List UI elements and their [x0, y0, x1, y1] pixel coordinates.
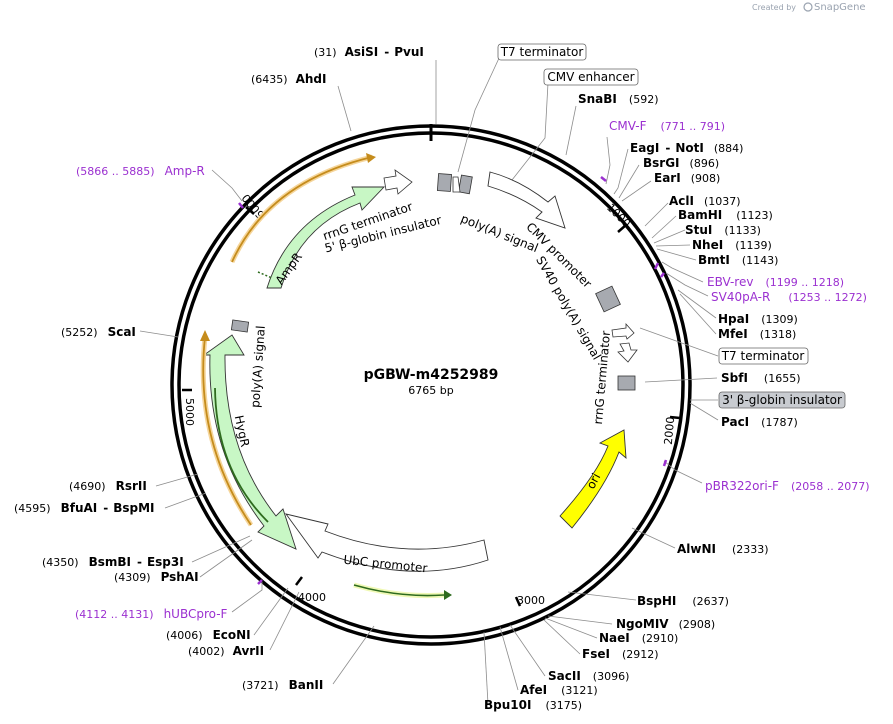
- site-avrii: (4002)AvrII: [188, 644, 264, 658]
- tick-5000: 5000: [183, 398, 196, 426]
- polya-block-2: [230, 319, 250, 333]
- primer-labels: CMV-F(771 .. 791) EBV-rev(1199 .. 1218) …: [75, 119, 870, 621]
- cmv-enhancer-label: CMV enhancer: [547, 70, 634, 84]
- tick-3000: 3000: [517, 594, 545, 607]
- site-bfuai-bspmi: (4595)BfuAI-BspMI: [14, 501, 155, 515]
- site-asisi-pvui: (31)AsiSI-PvuI: [314, 45, 424, 59]
- cmv-enhancer-box: [543, 68, 639, 86]
- site-nhei: NheI(1139): [692, 238, 772, 252]
- feature-arrows: [200, 153, 638, 600]
- snapgene-logo-icon: [803, 2, 813, 12]
- ampr-arrow: [266, 186, 386, 289]
- rrng-terminator-arrow-1: [383, 169, 413, 195]
- site-bpu10i: Bpu10I(3175): [484, 698, 582, 712]
- restriction-sites: (31)AsiSI-PvuI (6435)AhdI SnaBI(592) Eag…: [14, 45, 801, 712]
- t7-terminator-arrow: [452, 176, 461, 193]
- primer-cmv-f: CMV-F(771 .. 791): [609, 119, 725, 133]
- beta-globin-insulator-3-label: 3' β-globin insulator: [722, 393, 842, 407]
- t7-terminator-box-2: [718, 347, 809, 365]
- site-bsmbi-esp3i: (4350)BsmBI-Esp3I: [42, 555, 184, 569]
- cmv-promoter-arrow: [487, 171, 566, 229]
- site-hpai: HpaI(1309): [718, 312, 798, 326]
- site-sbfi: SbfI(1655): [721, 371, 801, 385]
- site-naei: NaeI(2910): [599, 631, 678, 645]
- site-alwni: AlwNI(2333): [677, 542, 769, 556]
- site-ahdi: (6435)AhdI: [251, 72, 326, 86]
- tick-4000: 4000: [298, 591, 326, 604]
- credit-prefix: Created by: [752, 3, 796, 12]
- site-afei: AfeI(3121): [520, 683, 598, 697]
- ori-label: ori: [584, 471, 604, 491]
- site-pshai: (4309)PshAI: [114, 570, 199, 584]
- beta-globin-insulator-3-box: [718, 391, 846, 409]
- site-banii: (3721)BanII: [242, 678, 323, 692]
- tick-2000: 2000: [662, 416, 677, 445]
- site-ngomiv: NgoMIV(2908): [616, 617, 715, 631]
- polya-block: [458, 174, 473, 195]
- site-fsei: FseI(2912): [582, 647, 659, 661]
- primer-hubcpro-f: (4112 .. 4131)hUBCpro-F: [75, 607, 228, 621]
- site-snabi: SnaBI(592): [578, 92, 659, 106]
- sv40-polya-block: [595, 285, 621, 313]
- site-paci: PacI(1787): [721, 415, 798, 429]
- primer-pbr322ori-f: pBR322ori-F(2058 .. 2077): [705, 479, 870, 493]
- plasmid-length: 6765 bp: [408, 384, 453, 397]
- site-econi: (4006)EcoNI: [166, 628, 251, 642]
- beta-globin-insulator-3-block: [617, 375, 636, 391]
- ubc-promoter-arrow: [284, 513, 489, 572]
- plasmid-name: pGBW-m4252989: [364, 367, 499, 383]
- site-stui: StuI(1133): [685, 223, 761, 237]
- site-bamhi: BamHI(1123): [678, 208, 773, 222]
- credit-brand: SnapGene: [814, 2, 866, 13]
- tick-1000: 1000: [604, 201, 633, 230]
- site-eari: EarI(908): [654, 171, 720, 185]
- site-acli: AclI(1037): [669, 194, 741, 208]
- ori-arrow: [559, 429, 627, 529]
- site-bsphi: BspHI(2637): [637, 594, 729, 608]
- ubc-orf-arrowhead: [444, 590, 452, 600]
- leader-lines: [139, 55, 719, 705]
- primer-marks: [238, 176, 668, 585]
- site-scai: (5252)ScaI: [61, 325, 136, 339]
- rrng-terminator-arrow-2: [617, 342, 638, 363]
- feature-boxes: T7 terminator CMV enhancer T7 terminator…: [497, 43, 846, 409]
- site-sacii: SacII(3096): [548, 669, 629, 683]
- primer-sv40pa-r: SV40pA-R(1253 .. 1272): [711, 290, 867, 304]
- polya-signal-label-2: poly(A) signal: [248, 325, 268, 408]
- t7-terminator-label-2: T7 terminator: [721, 349, 805, 363]
- site-mfei: MfeI(1318): [718, 327, 796, 341]
- site-bsrgi: BsrGI(896): [643, 156, 719, 170]
- primer-amp-r: (5866 .. 5885)Amp-R: [76, 164, 205, 178]
- t7-terminator-arrow-2: [611, 322, 635, 340]
- site-rsrii: (4690)RsrII: [69, 479, 147, 493]
- primer-ebv-rev: EBV-rev(1199 .. 1218): [707, 275, 844, 289]
- t7-terminator-box: [497, 43, 587, 61]
- beta-globin-insulator-5-block: [436, 173, 452, 192]
- hygr-label: HygR: [232, 414, 252, 448]
- site-eagi-noti: EagI-NotI(884): [630, 141, 743, 155]
- site-bmti: BmtI(1143): [698, 253, 778, 267]
- backbone: [170, 124, 692, 646]
- t7-terminator-label: T7 terminator: [500, 45, 584, 59]
